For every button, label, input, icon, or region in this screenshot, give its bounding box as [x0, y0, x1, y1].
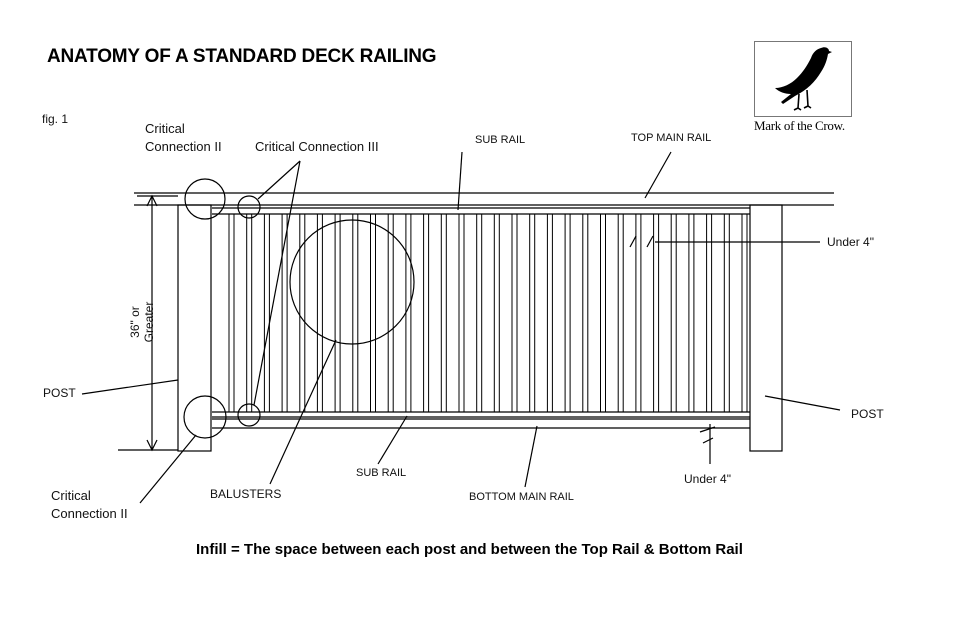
- diagram-title: ANATOMY OF A STANDARD DECK RAILING: [47, 46, 437, 67]
- baluster: [617, 213, 624, 413]
- critical-connection-iii-bottom-circle: [237, 403, 261, 427]
- top-main-rail-label: TOP MAIN RAIL: [631, 132, 712, 144]
- baluster-detail-circle: [289, 219, 415, 345]
- baluster: [281, 213, 288, 413]
- baluster: [582, 213, 589, 413]
- critical-connection-iii-label: Critical Connection III: [255, 139, 379, 154]
- baluster: [653, 213, 660, 413]
- baluster: [352, 213, 359, 413]
- baluster: [706, 213, 713, 413]
- critical-connection-ii-bottom-label: Critical Connection II: [51, 488, 128, 521]
- baluster: [476, 213, 483, 413]
- logo-text: Mark of the Crow.: [754, 118, 845, 133]
- baluster: [511, 213, 518, 413]
- baluster: [529, 213, 536, 413]
- logo-box: [754, 41, 852, 117]
- baluster: [458, 213, 465, 413]
- critical-connection-ii-top-label: Critical Connection II: [145, 121, 222, 154]
- baluster: [600, 213, 606, 413]
- baluster: [370, 213, 376, 413]
- post-left-label: POST: [43, 386, 76, 400]
- figure-label: fig. 1: [42, 112, 69, 126]
- baluster: [635, 213, 642, 413]
- baluster: [246, 213, 253, 413]
- under-4-top-label: Under 4": [827, 235, 874, 249]
- baluster: [263, 213, 270, 413]
- baluster: [387, 213, 394, 413]
- bottom-main-rail-label: BOTTOM MAIN RAIL: [469, 491, 574, 503]
- critical-connection-iii-top-circle: [237, 195, 261, 219]
- baluster: [299, 213, 306, 413]
- infill-caption: Infill = The space between each post and…: [196, 541, 743, 558]
- left-post: [177, 204, 212, 452]
- baluster: [741, 213, 748, 413]
- baluster: [228, 213, 235, 413]
- post-right-label: POST: [851, 407, 884, 421]
- sub-rail-top-label: SUB RAIL: [475, 134, 526, 146]
- baluster: [405, 213, 412, 413]
- sub-rail-bottom-label: SUB RAIL: [356, 467, 407, 479]
- critical-connection-ii-top-circle: [184, 178, 226, 220]
- baluster: [493, 213, 500, 413]
- baluster: [316, 213, 323, 413]
- crow-icon: [775, 47, 832, 111]
- critical-connection-ii-bottom-circle: [183, 395, 227, 439]
- baluster: [334, 213, 341, 413]
- baluster: [546, 213, 553, 413]
- right-post: [749, 204, 783, 452]
- balusters-label: BALUSTERS: [210, 487, 282, 501]
- baluster: [564, 213, 571, 413]
- baluster: [688, 213, 695, 413]
- baluster: [670, 213, 677, 413]
- under-4-bottom-label: Under 4": [684, 472, 731, 486]
- baluster: [723, 213, 730, 413]
- baluster: [440, 213, 447, 413]
- baluster: [423, 213, 430, 413]
- balusters-group: [228, 213, 748, 413]
